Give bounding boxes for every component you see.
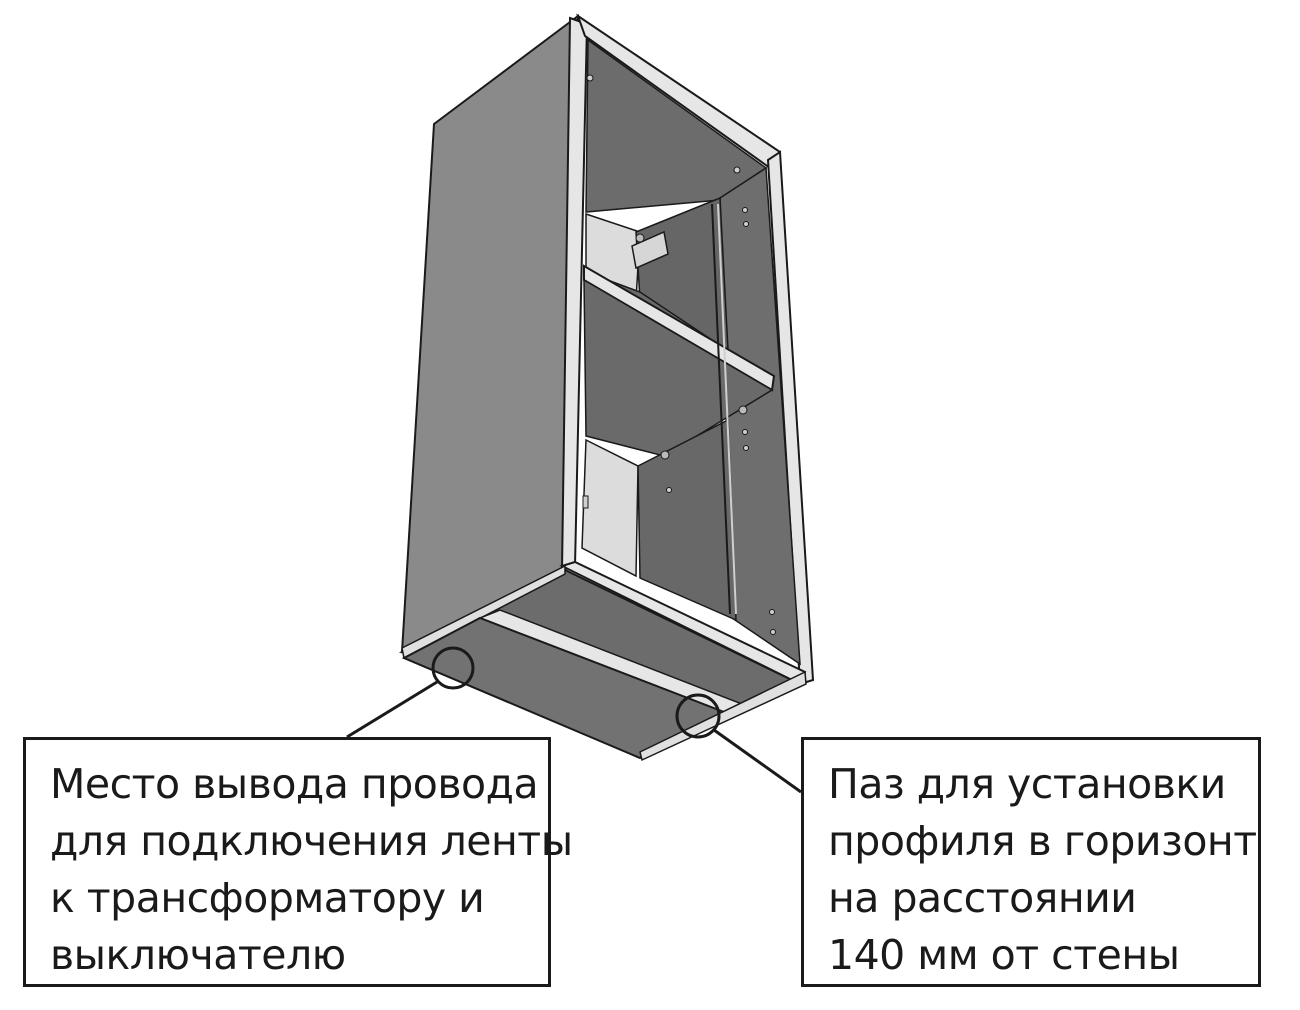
right-wall-groove: [711, 203, 731, 615]
cabinet-bottom-right-edge: [639, 670, 807, 762]
profile-groove-callout-line: Паз для установки: [828, 760, 1226, 808]
cabinet-interior-back-lower: [637, 418, 737, 622]
wire-outlet-leader-line: [346, 680, 438, 739]
wire-outlet-callout-box: Место вывода провода для подключения лен…: [23, 737, 573, 987]
shelf-peg: [738, 405, 748, 415]
mounting-hole: [743, 221, 749, 227]
mounting-hole: [742, 429, 748, 435]
mounting-hole: [733, 166, 741, 174]
profile-groove-callout-line: 140 мм от стены: [828, 931, 1180, 979]
mounting-hole: [769, 609, 775, 615]
cabinet-back-light-lower: [581, 438, 639, 578]
cabinet-bottom-left-edge: [401, 564, 566, 660]
wire-outlet-callout-line: для подключения ленты: [50, 817, 573, 865]
profile-groove-callout-line: профиля в горизонт: [828, 817, 1257, 865]
profile-groove-leader-line: [713, 728, 802, 794]
hanger-bracket-screw: [635, 233, 645, 243]
cabinet-left-side-panel: [400, 13, 580, 654]
wire-outlet-marker: [431, 646, 475, 690]
profile-groove-callout-line: на расстоянии: [828, 874, 1137, 922]
profile-groove-marker: [675, 693, 721, 739]
wire-outlet-callout-line: к трансформатору и: [50, 874, 485, 922]
hanger-bracket: [631, 230, 669, 270]
wire-outlet-callout-line: Место вывода провода: [50, 760, 539, 808]
right-wall-groove-highlight: [717, 203, 737, 615]
mounting-hole: [770, 629, 776, 635]
mounting-hole: [586, 74, 594, 82]
mounting-hole: [742, 207, 748, 213]
mounting-hole: [743, 445, 749, 451]
profile-groove-callout-box: Паз для установки профиля в горизонт на …: [801, 737, 1261, 987]
shelf-peg: [660, 450, 670, 460]
door-hinge-mark: [582, 495, 589, 509]
wire-outlet-callout-line: выключателю: [50, 931, 346, 979]
mounting-hole: [666, 487, 672, 493]
